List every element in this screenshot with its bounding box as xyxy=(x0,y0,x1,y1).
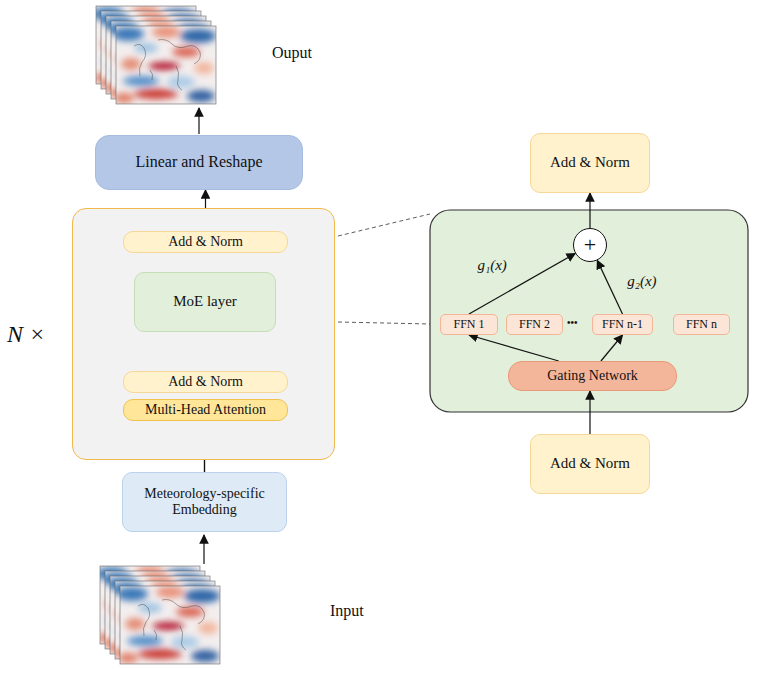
node-text: Add & Norm xyxy=(168,234,243,250)
input-arrow xyxy=(203,535,204,564)
node-text: Multi-Head Attention xyxy=(145,402,266,418)
node-text: Add & Norm xyxy=(550,154,630,171)
gate-weight-label: g₂(x) xyxy=(625,273,658,290)
flow-arrow xyxy=(601,335,623,361)
moe-detail-panel xyxy=(430,210,748,412)
node-text: FFN n-1 xyxy=(602,318,643,332)
expert-box: FFN n-1 xyxy=(592,314,653,335)
expert-box: FFN n xyxy=(673,314,730,335)
flow-arrow xyxy=(469,253,575,314)
expert-box: FFN 1 xyxy=(440,314,498,335)
moe-layer-box: MoE layer xyxy=(134,272,276,332)
add-norm-box: Add & Norm xyxy=(530,133,650,193)
encoder-block: N ×Add & NormMoE layerAdd & NormMulti-He… xyxy=(72,208,335,460)
flow-arrow xyxy=(589,193,590,228)
node-text: Add & Norm xyxy=(550,455,630,472)
output-head-box: Linear and Reshape xyxy=(95,135,303,190)
output-map-stack xyxy=(92,6,216,104)
node-text: FFN 1 xyxy=(453,318,484,332)
add-norm-box: Add & Norm xyxy=(123,371,288,393)
node-text: + xyxy=(584,234,596,256)
output-arrow xyxy=(198,108,199,134)
node-text: Add & Norm xyxy=(168,374,243,390)
flow-arrow xyxy=(597,260,622,314)
zoom-leader xyxy=(338,214,430,236)
node-text: FFN n xyxy=(686,318,717,332)
ellipsis-mark: ••• xyxy=(567,317,578,328)
node-text: MoE layer xyxy=(173,293,237,310)
attention-box: Multi-Head Attention xyxy=(123,399,288,421)
gating-box: Gating Network xyxy=(508,361,677,391)
node-text: FFN 2 xyxy=(519,318,550,332)
zoom-leader xyxy=(338,322,430,324)
node-text: Meteorology-specific Embedding xyxy=(135,486,275,518)
input-caption: Input xyxy=(330,602,364,620)
gate-weight-label: g₁(x) xyxy=(475,257,508,274)
output-caption: Ouput xyxy=(272,44,312,62)
node-text: Gating Network xyxy=(547,368,638,384)
embedding-box: Meteorology-specific Embedding xyxy=(122,472,287,532)
flow-arrow xyxy=(469,335,559,361)
expert-box: FFN 2 xyxy=(506,314,563,335)
node-text: Linear and Reshape xyxy=(135,153,262,171)
sum-circle: + xyxy=(573,228,607,262)
repeat-count: N × xyxy=(7,321,45,349)
input-map-stack xyxy=(96,566,220,664)
flow-arrow xyxy=(589,391,590,434)
add-norm-box: Add & Norm xyxy=(123,231,288,253)
add-norm-box: Add & Norm xyxy=(530,434,650,494)
